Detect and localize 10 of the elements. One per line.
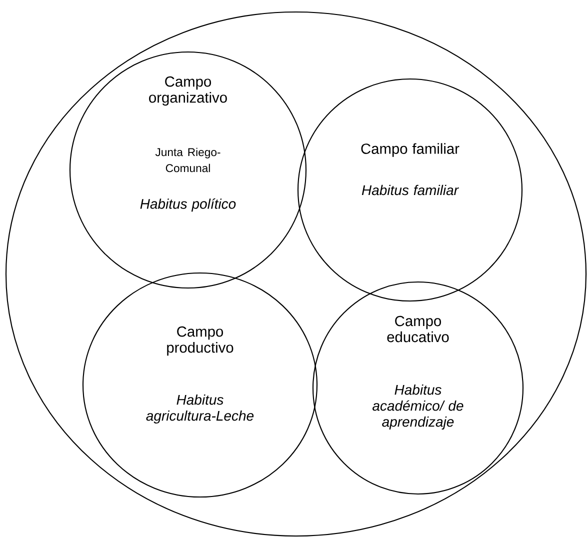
habitus-label: Habitus académico/ de aprendizaje <box>372 384 464 430</box>
habitus-label: Habitus agricultura-Leche <box>146 394 254 424</box>
habitus-label: Habitus político <box>140 198 236 212</box>
circle-title: Campo organizativo <box>149 76 227 106</box>
outer-ellipse <box>5 11 587 537</box>
circle-note: Junta Riego-Comunal <box>155 148 220 172</box>
circle-title: Campo familiar <box>361 143 460 157</box>
habitus-label: Habitus familiar <box>362 184 459 196</box>
circle-title: Campo educativo <box>387 316 449 342</box>
circle-title: Campo productivo <box>167 326 234 356</box>
